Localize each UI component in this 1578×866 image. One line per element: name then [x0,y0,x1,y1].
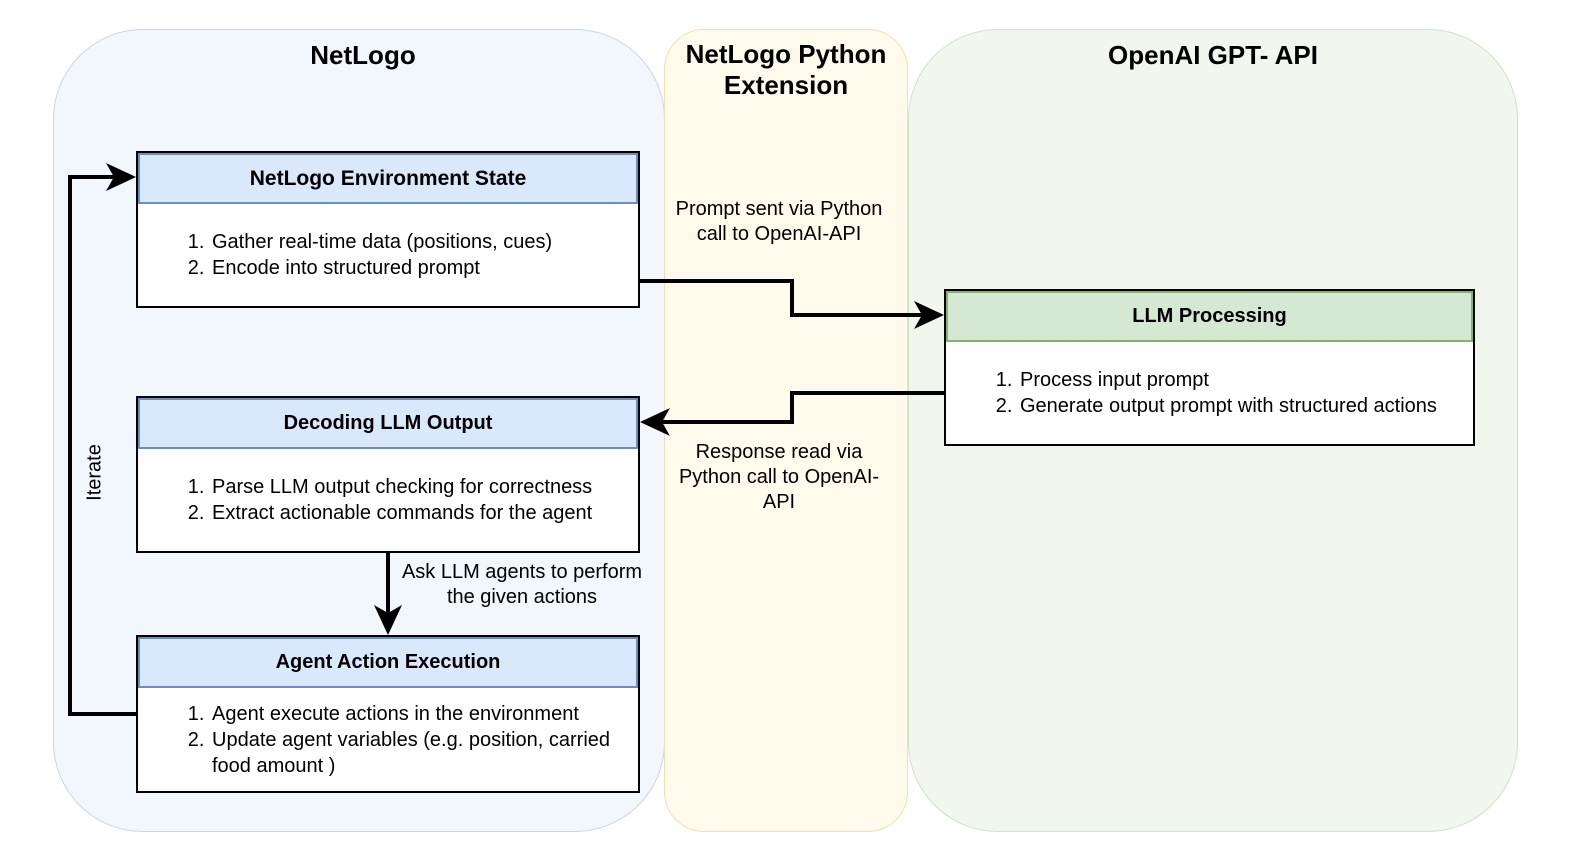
ask-agents-label: Ask LLM agents to perform the given acti… [401,561,643,608]
ask-agents-arrowhead [374,605,402,635]
llm-processing-box: LLM Processing Process input prompt Gene… [944,289,1475,446]
env-state-box: NetLogo Environment State Gather real-ti… [136,151,640,308]
iterate-arrowhead [106,163,136,191]
prompt-arrowhead [914,301,944,329]
prompt-arrow-line [640,279,926,317]
iterate-loop-line [68,175,136,716]
python-extension-lane [664,29,908,832]
prompt-sent-label: Prompt sent via Python call to OpenAI-AP… [675,198,883,245]
decoding-step-1: Parse LLM output checking for correctnes… [210,474,628,500]
response-read-label: Response read via Python call to OpenAI-… [678,441,880,513]
llm-processing-body: Process input prompt Generate output pro… [946,342,1473,444]
agent-action-box: Agent Action Execution Agent execute act… [136,635,640,793]
python-extension-lane-title: NetLogo Python Extension [685,39,887,100]
env-state-body: Gather real-time data (positions, cues) … [138,204,638,306]
agent-action-body: Agent execute actions in the environment… [138,688,638,791]
decoding-step-2: Extract actionable commands for the agen… [210,500,628,526]
response-arrowhead [640,408,670,436]
llm-processing-step-2: Generate output prompt with structured a… [1018,393,1463,419]
agent-action-title: Agent Action Execution [138,637,638,688]
agent-action-step-2: Update agent variables (e.g. position, c… [210,727,628,779]
env-state-step-1: Gather real-time data (positions, cues) [210,229,628,255]
llm-processing-title: LLM Processing [946,291,1473,342]
iterate-label: Iterate [83,444,106,501]
decoding-box: Decoding LLM Output Parse LLM output che… [136,396,640,553]
openai-lane-title: OpenAI GPT- API [1108,40,1318,70]
decoding-title: Decoding LLM Output [138,398,638,449]
llm-processing-step-1: Process input prompt [1018,367,1463,393]
env-state-step-2: Encode into structured prompt [210,255,628,281]
response-arrow-line [658,391,944,424]
agent-action-step-1: Agent execute actions in the environment [210,701,628,727]
netlogo-lane-title: NetLogo [310,40,416,70]
env-state-title: NetLogo Environment State [138,153,638,204]
decoding-body: Parse LLM output checking for correctnes… [138,449,638,551]
